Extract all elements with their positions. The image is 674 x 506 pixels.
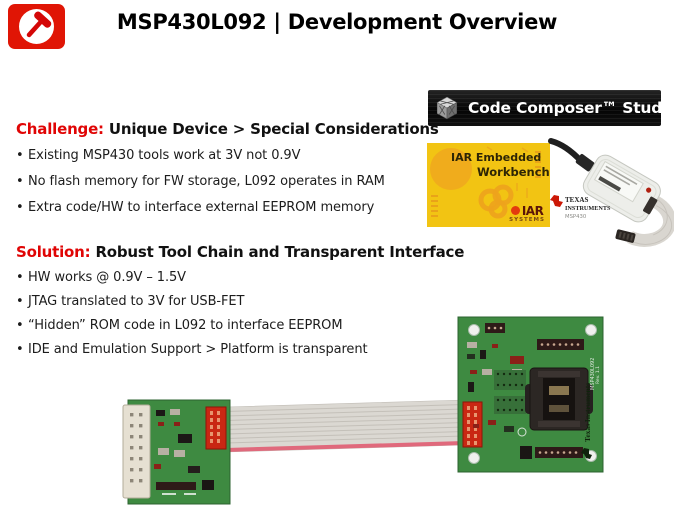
board-ti-label: Texas Instruments (583, 383, 592, 442)
bullet-item: Existing MSP430 tools work at 3V not 0.9… (16, 143, 451, 169)
iar-title-line1: IAR Embedded (451, 151, 542, 164)
ti-bug-icon (550, 195, 563, 207)
usb-fet-device (582, 154, 661, 223)
bullet-text: No flash memory for FW storage, L092 ope… (28, 174, 385, 189)
fet-ribbon-cable (615, 196, 674, 247)
left-adapter-board (122, 399, 231, 505)
solution-bullet-list: HW works @ 0.9V – 1.5V JTAG translated t… (16, 266, 451, 362)
board-silkscreen-name: MSP430L092 (590, 358, 596, 390)
cube-icon (436, 96, 458, 120)
solution-section: Solution:Robust Tool Chain and Transpare… (16, 243, 464, 362)
bullet-item: IDE and Emulation Support > Platform is … (16, 338, 451, 362)
code-composer-banner: Code Composer™ Studio v4 (428, 90, 674, 126)
bullet-item: “Hidden” ROM code in L092 to interface E… (16, 314, 451, 338)
bullet-item: No flash memory for FW storage, L092 ope… (16, 169, 451, 195)
usb-cable (548, 138, 595, 172)
solution-heading-text: Robust Tool Chain and Transparent Interf… (95, 243, 465, 261)
usb-fet-photo: TEXAS INSTRUMENTS MSP430 (548, 138, 674, 247)
bullet-item: Extra code/HW to interface external EEPR… (16, 195, 451, 221)
jtag-connector (122, 404, 151, 499)
bullet-text: “Hidden” ROM code in L092 to interface E… (28, 318, 343, 333)
left-board-components (154, 409, 214, 495)
ribbon-connector-right (462, 401, 483, 448)
zif-socket (525, 367, 593, 431)
hammer-logo-icon (8, 4, 65, 49)
challenge-section: Challenge:Unique Device > Special Consid… (16, 120, 451, 221)
iar-logo-dot-icon (510, 206, 520, 215)
board-ti-logo: Texas Instruments (581, 383, 592, 459)
bullet-item: HW works @ 0.9V – 1.5V (16, 266, 451, 290)
solution-heading: Solution:Robust Tool Chain and Transpare… (16, 243, 464, 261)
fet-model-label: MSP430 (565, 214, 587, 220)
pin-headers (485, 323, 584, 459)
bullet-item: JTAG translated to 3V for USB-FET (16, 290, 451, 314)
right-target-board: MSP430L092 Rev. 1.1 Texas Instruments (457, 316, 604, 473)
ti-logo: TEXAS INSTRUMENTS MSP430 (550, 195, 611, 220)
bullet-text: Existing MSP430 tools work at 3V not 0.9… (28, 148, 301, 163)
bullet-text: IDE and Emulation Support > Platform is … (28, 342, 368, 357)
challenge-bullet-list: Existing MSP430 tools work at 3V not 0.9… (16, 143, 451, 221)
challenge-label: Challenge: (16, 120, 104, 138)
challenge-heading-text: Unique Device > Special Considerations (108, 120, 439, 138)
bullet-text: Extra code/HW to interface external EEPR… (28, 200, 375, 215)
ribbon-connector-left (205, 406, 227, 450)
board-silkscreen-rev: Rev. 1.1 (595, 366, 601, 384)
fet-brand-line1: TEXAS (565, 196, 588, 204)
iar-decoration (430, 146, 541, 219)
board-ti-bug-icon (581, 448, 592, 459)
page-title: MSP430L092 | Development Overview (116, 10, 558, 34)
target-boards-photo: MSP430L092 Rev. 1.1 Texas Instruments (122, 316, 604, 505)
iar-title-line2: Workbench® (477, 165, 550, 179)
right-board-components (467, 342, 527, 437)
iar-banner: IAR Embedded Workbench® IAR SYSTEMS (427, 143, 550, 227)
iar-systems-logo: IAR SYSTEMS (509, 205, 545, 224)
iar-logo-text: IAR (521, 203, 544, 218)
challenge-heading: Challenge:Unique Device > Special Consid… (16, 120, 451, 138)
board-ribbon-cable (225, 399, 465, 453)
bullet-text: HW works @ 0.9V – 1.5V (28, 270, 186, 285)
bullet-text: JTAG translated to 3V for USB-FET (28, 294, 245, 309)
solution-label: Solution: (16, 243, 91, 261)
code-composer-label: Code Composer™ Studio v4 (468, 99, 674, 117)
iar-logo-subtext: SYSTEMS (509, 216, 545, 223)
fet-brand-line2: INSTRUMENTS (565, 205, 611, 212)
